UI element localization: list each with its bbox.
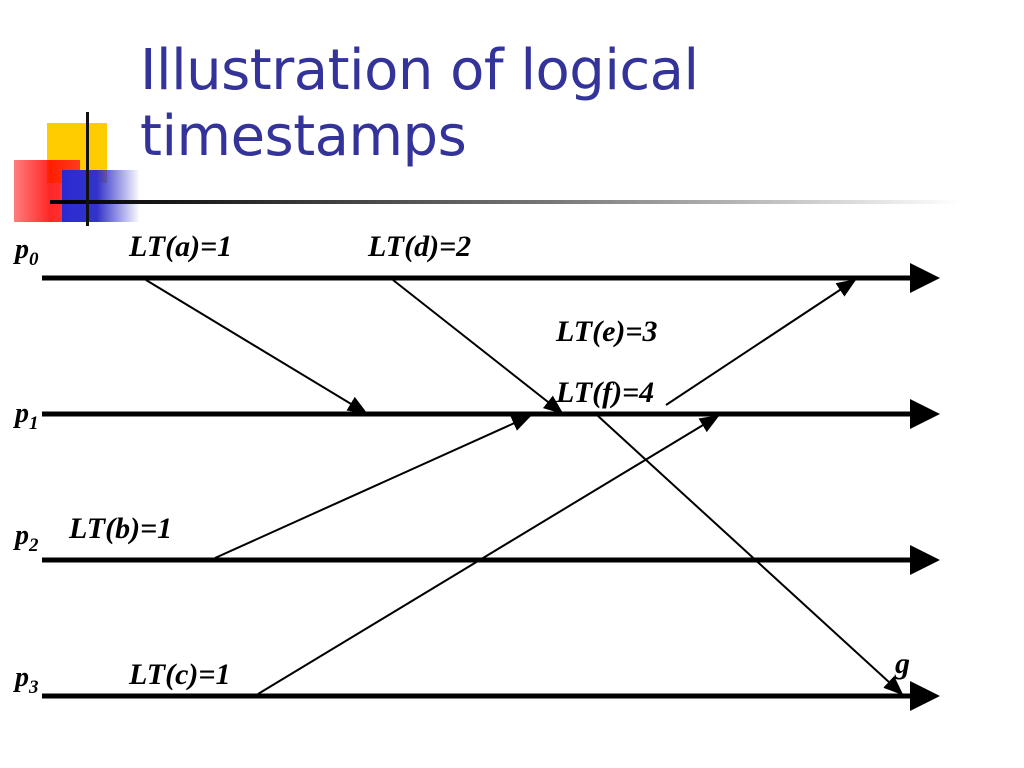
- event-label-g: g: [894, 647, 910, 680]
- event-label-c: LT(c)=1: [128, 658, 231, 691]
- event-label-a: LT(a)=1: [128, 230, 232, 263]
- message-p1-to-p0: [665, 278, 857, 406]
- process-label-p3: p3: [13, 662, 39, 698]
- decorative-blue-square: [62, 170, 140, 222]
- process-label-p0: p0: [13, 234, 39, 270]
- message-a-to-p1: [145, 279, 368, 415]
- event-label-e: LT(e)=3: [555, 315, 658, 348]
- title-underline: [50, 200, 960, 204]
- message-b-to-p1: [214, 415, 532, 559]
- message-f-to-p3: [597, 415, 904, 696]
- page-title: Illustration of logical timestamps: [140, 38, 699, 170]
- decorative-vertical-line: [86, 112, 89, 226]
- process-label-p1: p1: [13, 398, 39, 434]
- event-label-d: LT(d)=2: [367, 230, 471, 263]
- page-title-line-1: Illustration of logical: [140, 38, 699, 103]
- message-d-to-p1: [392, 279, 564, 415]
- event-label-b: LT(b)=1: [68, 512, 172, 545]
- process-label-p2: p2: [13, 520, 39, 556]
- page-title-line-2: timestamps: [140, 104, 467, 169]
- event-label-f: LT(f)=4: [555, 376, 654, 409]
- message-c-to-p1: [257, 414, 720, 695]
